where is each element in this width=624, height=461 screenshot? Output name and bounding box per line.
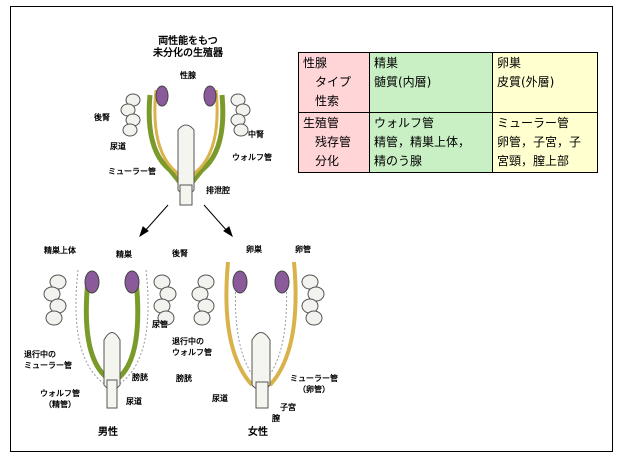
label-regressing-wolffian-2: ウォルフ管: [172, 347, 212, 357]
label-oviduct: 卵管: [295, 244, 311, 254]
label-ureter: 尿管: [152, 319, 168, 329]
label-wolffian-male-1: ウォルフ管: [40, 388, 80, 398]
comparison-table: 性腺 タイプ 性索 精巣 髄質(内層) 卵巣 皮質(外層) 生殖管 残存管 分化…: [298, 52, 598, 173]
cell-female-duct: ミューラー管 卵管，子宮，子 宮頸，膣上部: [492, 112, 598, 173]
label-regressing-mullerian-1: 退行中の: [24, 349, 56, 359]
female-organs: [191, 261, 325, 409]
diagram-title-line1: 両性能をもつ: [158, 34, 218, 47]
label-posterior-kidney: 後腎: [94, 112, 110, 122]
label-urethra-top: 尿道: [110, 141, 126, 151]
label-mullerian-top: ミューラー管: [108, 166, 156, 176]
label-middle-kidney: 中腎: [248, 129, 264, 139]
cell-female-gonad: 卵巣 皮質(外層): [492, 52, 598, 113]
label-regressing-mullerian-2: ミューラー管: [24, 360, 72, 370]
label-gonad: 性腺: [180, 70, 197, 80]
row-head-gonad: 性腺 タイプ 性索: [298, 52, 370, 113]
caption-male: 男性: [98, 425, 118, 438]
caption-female: 女性: [248, 425, 268, 438]
diagram-title-line2: 未分化の生殖器: [152, 46, 224, 59]
table-row-duct: 生殖管 残存管 分化 ウォルフ管 精管，精巣上体， 精のう腺 ミューラー管 卵管…: [298, 112, 598, 173]
label-mullerian-female-2: （卵管）: [298, 384, 330, 394]
label-bladder-female: 膀胱: [175, 373, 192, 383]
label-bladder-male: 膀胱: [131, 372, 148, 382]
label-cloaca: 排泄腔: [206, 185, 230, 195]
label-wolffian-top: ウォルフ管: [232, 152, 272, 162]
label-mullerian-female-1: ミューラー管: [290, 373, 338, 383]
row-head-duct: 生殖管 残存管 分化: [298, 112, 370, 173]
label-posterior-kidney-male: 後腎: [172, 248, 188, 258]
label-urethra-male: 尿道: [126, 396, 142, 406]
undifferentiated-organs: [120, 85, 251, 206]
label-uterus: 子宮: [280, 402, 296, 412]
table-row-gonad: 性腺 タイプ 性索 精巣 髄質(内層) 卵巣 皮質(外層): [298, 52, 598, 113]
label-ovary: 卵巣: [246, 244, 262, 254]
label-regressing-wolffian-1: 退行中の: [172, 336, 204, 346]
label-urethra-female: 尿道: [212, 393, 228, 403]
male-organs: [43, 269, 177, 409]
label-epididymis: 精巣上体: [44, 245, 77, 255]
label-vagina: 膣: [271, 413, 280, 423]
differentiation-arrows: [139, 204, 233, 238]
label-testis: 精巣: [116, 249, 132, 259]
label-wolffian-male-2: （精管）: [44, 399, 76, 409]
cell-male-duct: ウォルフ管 精管，精巣上体， 精のう腺: [369, 112, 493, 173]
cell-male-gonad: 精巣 髄質(内層): [369, 52, 493, 113]
